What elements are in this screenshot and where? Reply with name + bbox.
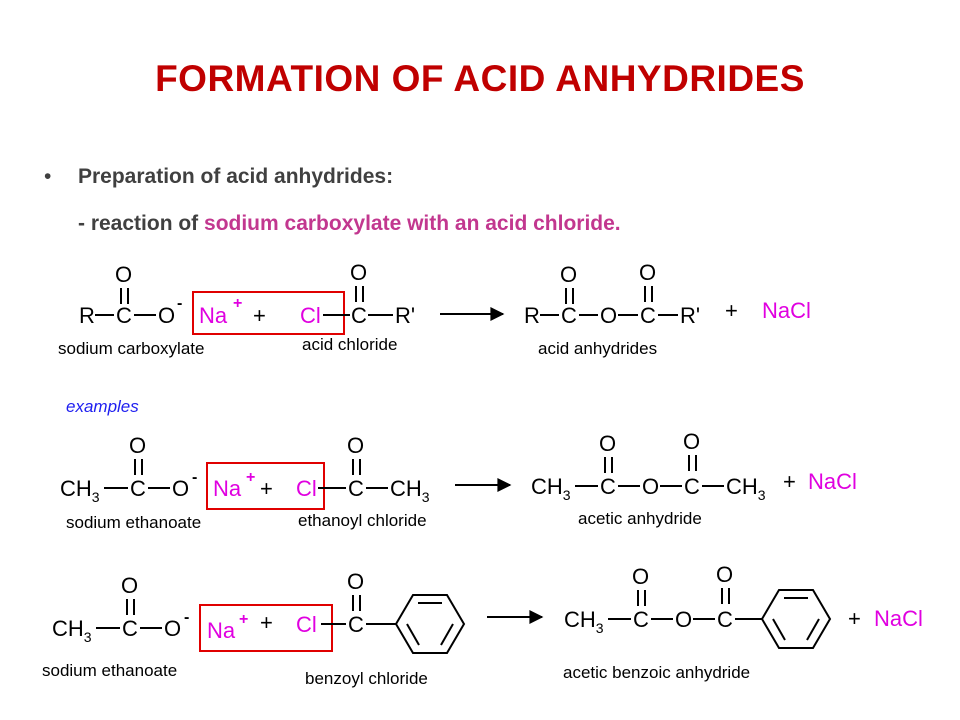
- atom-c: C: [717, 607, 733, 632]
- bullet-heading: Preparation of acid anhydrides:: [78, 165, 394, 188]
- nacl-byproduct: NaCl: [808, 469, 857, 494]
- label-product: acetic anhydride: [578, 509, 702, 528]
- nacl-byproduct: NaCl: [874, 606, 923, 631]
- sodium-charge: +: [233, 295, 242, 312]
- atom-o-anion: O: [158, 303, 175, 328]
- atom-o-carbonyl: O: [347, 433, 364, 458]
- plus-sign: +: [260, 610, 273, 635]
- atom-r-prime: R': [395, 303, 415, 328]
- plus-sign: +: [848, 606, 861, 631]
- atom-c: C: [130, 476, 146, 501]
- atom-c: C: [600, 474, 616, 499]
- label-product: acid anhydrides: [538, 339, 657, 358]
- atom-r: R: [524, 303, 540, 328]
- bullet-marker: •: [44, 165, 52, 188]
- methyl-group: CH3: [531, 474, 571, 503]
- nacl-byproduct: NaCl: [762, 298, 811, 323]
- ion-exchange-box: [199, 604, 333, 652]
- label-reactant-1: sodium ethanoate: [42, 661, 177, 680]
- atom-r: R: [79, 303, 95, 328]
- sodium-ion: Na: [199, 303, 228, 328]
- atom-c: C: [561, 303, 577, 328]
- atom-c: C: [633, 607, 649, 632]
- atom-o-carbonyl: O: [115, 262, 132, 287]
- plus-sign: +: [783, 469, 796, 494]
- reaction-description-highlight: sodium carboxylate with an acid chloride…: [204, 212, 621, 235]
- reaction-acetic-benzoic-anhydride: CH3 C O O - Na + + Cl C O CH3 C O: [42, 562, 923, 688]
- atom-o-bridge: O: [642, 474, 659, 499]
- atom-c: C: [351, 303, 367, 328]
- benzene-ring: [394, 594, 466, 654]
- atom-o-carbonyl: O: [683, 429, 700, 454]
- methyl-group: CH3: [564, 607, 604, 636]
- atom-o-bridge: O: [675, 607, 692, 632]
- label-reactant-1: sodium ethanoate: [66, 513, 201, 532]
- atom-o-carbonyl: O: [560, 262, 577, 287]
- label-reactant-2: acid chloride: [302, 335, 397, 354]
- ion-exchange-box: [206, 462, 325, 510]
- atom-c: C: [348, 476, 364, 501]
- benzene-ring: [760, 589, 832, 649]
- sodium-ion: Na: [207, 618, 236, 643]
- atom-c: C: [640, 303, 656, 328]
- atom-c: C: [122, 616, 138, 641]
- label-reactant-1: sodium carboxylate: [58, 339, 204, 358]
- charge-minus: -: [177, 295, 182, 312]
- plus-sign: +: [725, 298, 738, 323]
- label-reactant-2: ethanoyl chloride: [298, 511, 427, 530]
- atom-r-prime: R': [680, 303, 700, 328]
- chlorine-atom: Cl: [296, 476, 317, 501]
- atom-o-bridge: O: [600, 303, 617, 328]
- charge-minus: -: [184, 609, 189, 626]
- reaction-description: - reaction of sodium carboxylate with an…: [78, 212, 621, 236]
- plus-sign: +: [260, 476, 273, 501]
- atom-o-carbonyl: O: [129, 433, 146, 458]
- label-product: acetic benzoic anhydride: [563, 663, 750, 682]
- atom-c: C: [348, 612, 364, 637]
- atom-o-carbonyl: O: [716, 562, 733, 587]
- atom-o-carbonyl: O: [599, 431, 616, 456]
- sodium-ion: Na: [213, 476, 242, 501]
- charge-minus: -: [192, 469, 197, 486]
- methyl-group: CH3: [726, 474, 766, 503]
- atom-o-carbonyl: O: [121, 573, 138, 598]
- chlorine-atom: Cl: [296, 612, 317, 637]
- slide-title: FORMATION OF ACID ANHYDRIDES: [155, 58, 805, 99]
- methyl-group: CH3: [52, 616, 92, 645]
- atom-o-carbonyl: O: [350, 260, 367, 285]
- atom-c: C: [684, 474, 700, 499]
- methyl-group: CH3: [390, 476, 430, 505]
- atom-o-carbonyl: O: [632, 564, 649, 589]
- chlorine-atom: Cl: [300, 303, 321, 328]
- atom-o-carbonyl: O: [347, 569, 364, 594]
- atom-o-carbonyl: O: [639, 260, 656, 285]
- plus-sign: +: [253, 303, 266, 328]
- reaction-acetic-anhydride: CH3 C O O - Na + + Cl C O CH3 CH3 C O O …: [60, 429, 857, 532]
- sodium-charge: +: [246, 469, 255, 486]
- label-reactant-2: benzoyl chloride: [305, 669, 428, 688]
- sodium-charge: +: [239, 611, 248, 628]
- reaction-general: R C O O - Na + + Cl C O R' R C O O C: [58, 260, 811, 358]
- atom-c: C: [116, 303, 132, 328]
- atom-o-anion: O: [172, 476, 189, 501]
- examples-label: examples: [66, 397, 139, 416]
- reaction-description-prefix: - reaction of: [78, 212, 205, 235]
- atom-o-anion: O: [164, 616, 181, 641]
- ion-exchange-box: [192, 291, 345, 335]
- methyl-group: CH3: [60, 476, 100, 505]
